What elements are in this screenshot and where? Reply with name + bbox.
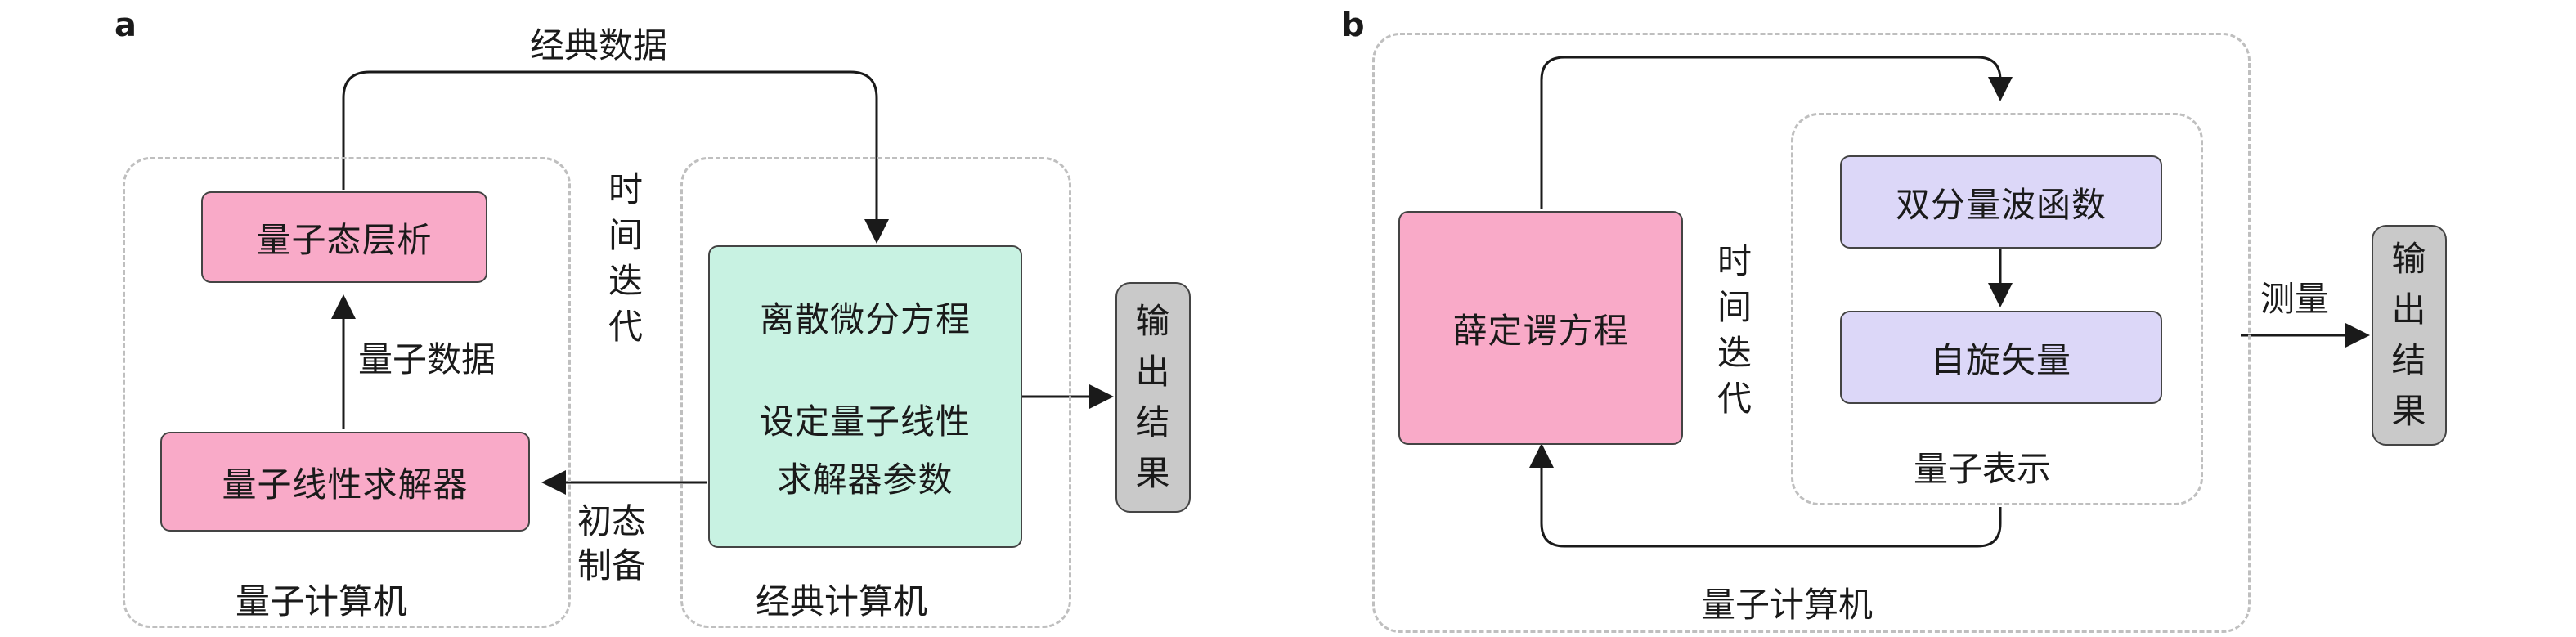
time-iteration-label-b: 时间迭代 bbox=[1717, 241, 1752, 419]
classical-computer-label: 经典计算机 bbox=[756, 581, 928, 621]
quantum-representation-label: 量子表示 bbox=[1914, 449, 2052, 489]
quantum-representation-box bbox=[1791, 113, 2203, 505]
arrow-b-top-loop bbox=[1540, 56, 2013, 209]
arrow-classical-data-loop bbox=[342, 70, 889, 244]
classical-data-label: 经典数据 bbox=[530, 25, 668, 65]
schrodinger-equation-node: 薛定谔方程 bbox=[1398, 211, 1683, 445]
quantum-computer-label-a: 量子计算机 bbox=[236, 581, 408, 621]
output-node-b: 输出结果 bbox=[2372, 225, 2447, 446]
time-iteration-label-a: 时间迭代 bbox=[608, 169, 643, 347]
output-text-a: 输出结果 bbox=[1135, 301, 1171, 493]
arrow-b-bottom-loop bbox=[1529, 443, 2002, 548]
spin-vector-node: 自旋矢量 bbox=[1840, 311, 2162, 404]
classical-computer-box bbox=[680, 157, 1071, 628]
quantum-computer-label-b: 量子计算机 bbox=[1701, 585, 1874, 625]
two-component-wavefunction-node: 双分量波函数 bbox=[1840, 155, 2162, 249]
panel-b-letter: b bbox=[1341, 7, 1365, 44]
set-params-line2: 求解器参数 bbox=[777, 459, 954, 500]
initial-state-label: 初态 bbox=[577, 501, 647, 541]
output-node-a: 输出结果 bbox=[1115, 282, 1191, 513]
classical-solver-node: 离散微分方程 设定量子线性 求解器参数 bbox=[708, 245, 1022, 548]
quantum-linear-solver-node: 量子线性求解器 bbox=[160, 432, 530, 532]
preparation-label: 制备 bbox=[577, 545, 647, 585]
measurement-label: 测量 bbox=[2260, 279, 2330, 319]
quantum-computer-box-b bbox=[1372, 33, 2251, 633]
set-params-line1: 设定量子线性 bbox=[759, 401, 971, 442]
discrete-equation-text: 离散微分方程 bbox=[759, 298, 971, 339]
output-text-b: 输出结果 bbox=[2391, 239, 2427, 431]
quantum-computer-box-a bbox=[123, 157, 571, 628]
quantum-state-tomography-node: 量子态层析 bbox=[201, 191, 487, 283]
panel-a-letter: a bbox=[114, 7, 137, 44]
quantum-data-label: 量子数据 bbox=[358, 339, 496, 379]
